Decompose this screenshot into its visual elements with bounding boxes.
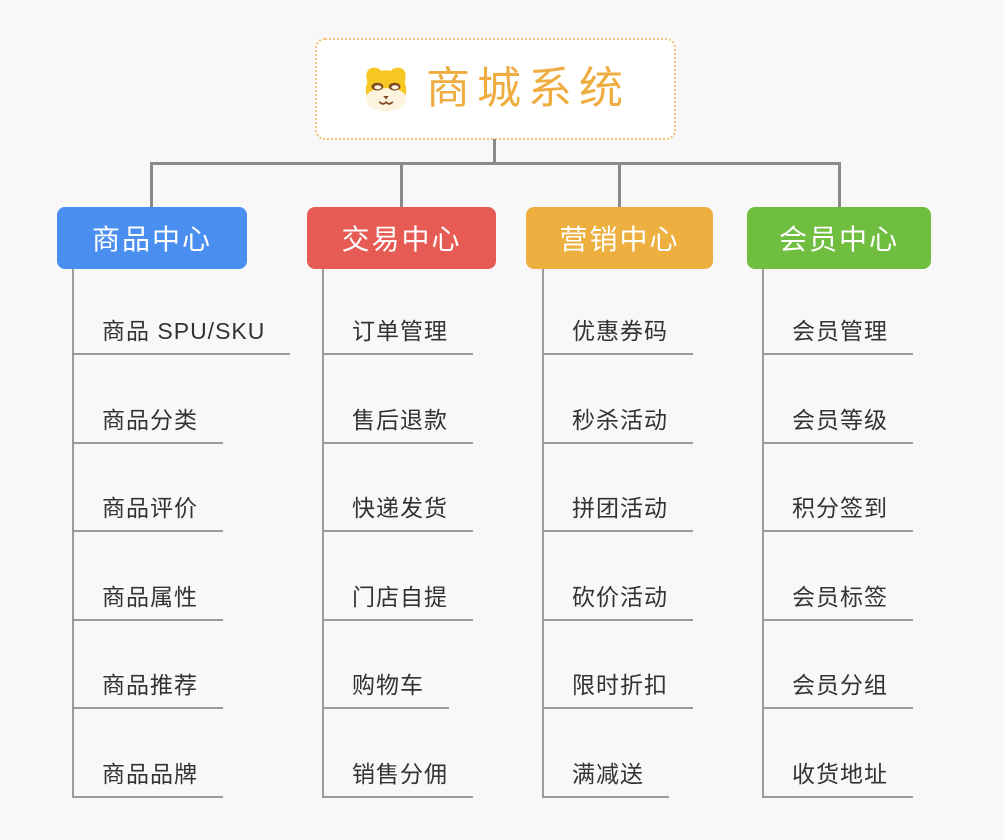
category-trade-center[interactable]: 交易中心	[307, 207, 496, 269]
leaf-node[interactable]: 会员标签	[764, 532, 913, 621]
leaf-node[interactable]: 商品推荐	[74, 621, 223, 710]
branch-member-center: 会员管理 会员等级 积分签到 会员标签 会员分组 收货地址	[762, 269, 913, 798]
leaf-node[interactable]: 商品评价	[74, 444, 223, 533]
leaf-node[interactable]: 拼团活动	[544, 444, 693, 533]
leaf-node[interactable]: 订单管理	[324, 269, 473, 355]
branch-marketing-center: 优惠券码 秒杀活动 拼团活动 砍价活动 限时折扣 满减送	[542, 269, 693, 798]
root-title: 商城系统	[426, 64, 630, 113]
category-label: 交易中心	[341, 224, 462, 255]
leaf-node[interactable]: 购物车	[324, 621, 449, 710]
root-node[interactable]: 商城系统	[315, 38, 676, 140]
category-label: 商品中心	[91, 224, 212, 255]
leaf-node[interactable]: 秒杀活动	[544, 355, 693, 444]
branch-trade-center: 订单管理 售后退款 快递发货 门店自提 购物车 销售分佣	[322, 269, 473, 798]
branch-product-center: 商品 SPU/SKU 商品分类 商品评价 商品属性 商品推荐 商品品牌	[72, 269, 291, 798]
category-member-center[interactable]: 会员中心	[747, 207, 931, 269]
leaf-node[interactable]: 销售分佣	[324, 709, 473, 798]
leaf-node[interactable]: 会员等级	[764, 355, 913, 444]
leaf-node[interactable]: 门店自提	[324, 532, 473, 621]
leaf-node[interactable]: 砍价活动	[544, 532, 693, 621]
category-label: 营销中心	[559, 224, 680, 255]
leaf-node[interactable]: 优惠券码	[544, 269, 693, 355]
leaf-node[interactable]: 限时折扣	[544, 621, 693, 710]
leaf-node[interactable]: 积分签到	[764, 444, 913, 533]
leaf-node[interactable]: 会员分组	[764, 621, 913, 710]
leaf-node[interactable]: 商品 SPU/SKU	[74, 269, 291, 355]
leaf-node[interactable]: 商品品牌	[74, 709, 223, 798]
connector-drop-marketing	[618, 162, 621, 208]
leaf-node[interactable]: 商品属性	[74, 532, 223, 621]
leaf-node[interactable]: 收货地址	[764, 709, 913, 798]
leaf-node[interactable]: 售后退款	[324, 355, 473, 444]
category-product-center[interactable]: 商品中心	[57, 207, 247, 269]
leaf-node[interactable]: 快递发货	[324, 444, 473, 533]
connector-horizontal-bar	[150, 162, 841, 165]
category-marketing-center[interactable]: 营销中心	[526, 207, 713, 269]
leaf-node[interactable]: 满减送	[544, 709, 669, 798]
dog-face-icon	[361, 64, 411, 114]
category-label: 会员中心	[778, 224, 899, 255]
connector-drop-product	[150, 162, 153, 208]
leaf-node[interactable]: 商品分类	[74, 355, 223, 444]
connector-drop-trade	[400, 162, 403, 208]
leaf-node[interactable]: 会员管理	[764, 269, 913, 355]
connector-drop-member	[838, 162, 841, 208]
connector-root-stub	[493, 139, 496, 165]
